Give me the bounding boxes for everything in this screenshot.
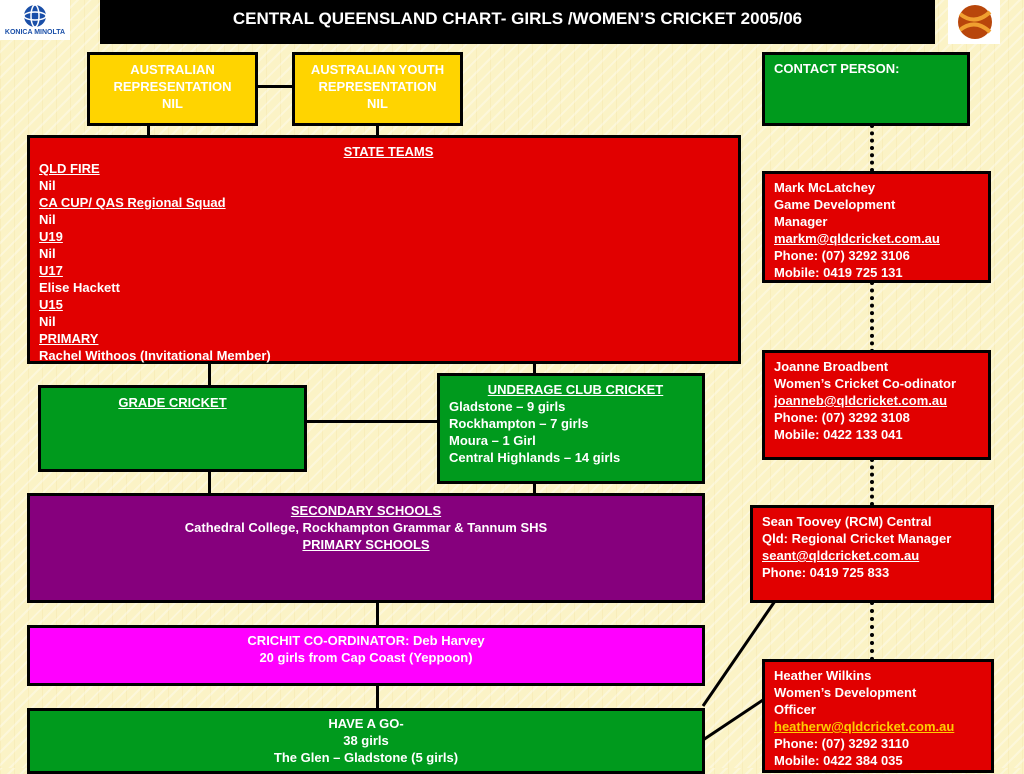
contact-name: Heather Wilkins: [774, 668, 872, 683]
contact-mobile: Mobile: 0419 725 131: [774, 265, 903, 280]
contact-phone: Phone: (07) 3292 3110: [774, 736, 910, 751]
have-a-go-line: HAVE A GO-: [328, 716, 404, 731]
contact-name: Sean Toovey (RCM) Central: [762, 514, 932, 529]
contact-phone: Phone: (07) 3292 3106: [774, 248, 910, 263]
box-line: AUSTRALIAN: [130, 62, 215, 77]
schools-line: Cathedral College, Rockhampton Grammar &…: [184, 520, 548, 535]
connector-line: [256, 85, 294, 88]
state-line: PRIMARY: [39, 331, 99, 346]
contact-heading: CONTACT PERSON:: [774, 61, 900, 76]
australian-youth-box: AUSTRALIAN YOUTH REPRESENTATION NIL: [292, 52, 463, 126]
contact-person-box: CONTACT PERSON:: [762, 52, 970, 126]
state-line: Nil: [39, 212, 56, 227]
contact-email-link[interactable]: seant@qldcricket.com.au: [762, 548, 920, 563]
contact-card-mark: Mark McLatchey Game Development Manager …: [762, 171, 991, 283]
state-line: Nil: [39, 314, 56, 329]
underage-line: Rockhampton – 7 girls: [449, 416, 589, 431]
dotted-connector: [870, 281, 874, 353]
konica-globe-icon: [23, 4, 47, 28]
contact-mobile: Mobile: 0422 384 035: [774, 753, 903, 768]
box-line: REPRESENTATION: [318, 79, 437, 94]
state-line: U19: [39, 229, 63, 244]
contact-email-link[interactable]: markm@qldcricket.com.au: [774, 231, 940, 246]
connector-line: [376, 124, 379, 136]
konica-minolta-text: KONICA MINOLTA: [4, 29, 66, 36]
underage-club-box: UNDERAGE CLUB CRICKET Gladstone – 9 girl…: [437, 373, 705, 484]
contact-role: Qld: Regional Cricket Manager: [762, 531, 952, 546]
primary-schools-heading: PRIMARY SCHOOLS: [302, 537, 430, 552]
state-line: Elise Hackett: [39, 280, 120, 295]
connector-line: [305, 420, 438, 423]
state-line: U15: [39, 297, 63, 312]
contact-phone: Phone: (07) 3292 3108: [774, 410, 910, 425]
underage-line: Gladstone – 9 girls: [449, 399, 566, 414]
contact-phone: Phone: 0419 725 833: [762, 565, 890, 580]
contact-card-heather: Heather Wilkins Women’s Development Offi…: [762, 659, 994, 773]
state-line: Nil: [39, 178, 56, 193]
box-line: NIL: [162, 96, 183, 111]
connector-line: [533, 362, 536, 374]
connector-line: [376, 601, 379, 626]
crichit-line: 20 girls from Cap Coast (Yeppoon): [259, 650, 473, 665]
state-line: Rachel Withoos (Invitational Member): [39, 348, 271, 363]
connector-line: [533, 482, 536, 494]
contact-email-link[interactable]: heatherw@qldcricket.com.au: [774, 719, 955, 734]
box-line: NIL: [367, 96, 388, 111]
grade-cricket-box: GRADE CRICKET: [38, 385, 307, 472]
schools-box: SECONDARY SCHOOLS Cathedral College, Roc…: [27, 493, 705, 603]
state-line: QLD FIRE: [39, 161, 100, 176]
state-line: CA CUP/ QAS Regional Squad: [39, 195, 226, 210]
australian-representation-box: AUSTRALIAN REPRESENTATION NIL: [87, 52, 258, 126]
contact-mobile: Mobile: 0422 133 041: [774, 427, 903, 442]
connector-line: [208, 362, 211, 386]
state-teams-box: STATE TEAMS QLD FIRE Nil CA CUP/ QAS Reg…: [27, 135, 741, 364]
have-a-go-line: 38 girls: [343, 733, 389, 748]
secondary-schools-heading: SECONDARY SCHOOLS: [290, 503, 442, 518]
cricket-ball-logo: [948, 0, 1000, 44]
dotted-connector: [870, 458, 874, 506]
contact-role: Officer: [774, 702, 816, 717]
contact-role: Manager: [774, 214, 828, 229]
crichit-box: CRICHIT CO-ORDINATOR: Deb Harvey 20 girl…: [27, 625, 705, 686]
box-line: REPRESENTATION: [113, 79, 232, 94]
contact-role: Women’s Development: [774, 685, 917, 700]
page-title: CENTRAL QUEENSLAND CHART- GIRLS /WOMEN’S…: [100, 0, 935, 44]
crichit-line: CRICHIT CO-ORDINATOR: Deb Harvey: [247, 633, 485, 648]
dotted-connector: [870, 601, 874, 661]
contact-name: Mark McLatchey: [774, 180, 876, 195]
have-a-go-line: The Glen – Gladstone (5 girls): [273, 750, 459, 765]
konica-minolta-logo: KONICA MINOLTA: [0, 0, 70, 40]
dotted-connector: [870, 124, 874, 172]
contact-email-link[interactable]: joanneb@qldcricket.com.au: [774, 393, 948, 408]
contact-role: Women’s Cricket Co-odinator: [774, 376, 957, 391]
contact-card-sean: Sean Toovey (RCM) Central Qld: Regional …: [750, 505, 994, 603]
grade-cricket-heading: GRADE CRICKET: [118, 395, 227, 410]
state-teams-heading: STATE TEAMS: [343, 144, 434, 159]
state-line: Nil: [39, 246, 56, 261]
connector-line: [147, 124, 150, 136]
state-line: U17: [39, 263, 63, 278]
contact-name: Joanne Broadbent: [774, 359, 889, 374]
connector-line: [208, 470, 211, 494]
underage-line: Moura – 1 Girl: [449, 433, 536, 448]
cricket-ball-icon: [958, 5, 992, 39]
box-line: AUSTRALIAN YOUTH: [310, 62, 445, 77]
underage-line: Central Highlands – 14 girls: [449, 450, 621, 465]
contact-role: Game Development: [774, 197, 896, 212]
have-a-go-box: HAVE A GO- 38 girls The Glen – Gladstone…: [27, 708, 705, 774]
connector-line: [376, 684, 379, 709]
contact-card-joanne: Joanne Broadbent Women’s Cricket Co-odin…: [762, 350, 991, 460]
underage-heading: UNDERAGE CLUB CRICKET: [487, 382, 664, 397]
